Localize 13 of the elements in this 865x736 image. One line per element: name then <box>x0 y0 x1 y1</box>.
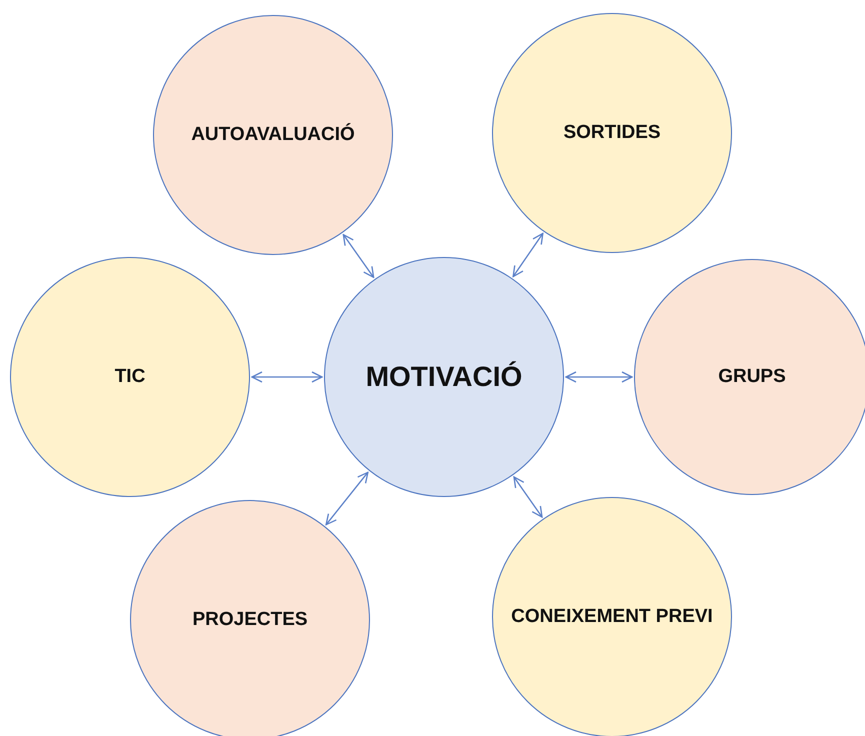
double-arrow <box>342 234 374 278</box>
double-arrow <box>325 472 369 526</box>
double-arrow <box>565 371 633 383</box>
topic-label: GRUPS <box>717 365 787 390</box>
topic-label: AUTOAVALUACIÓ <box>190 122 356 148</box>
topic-label: TIC <box>114 365 146 390</box>
double-arrow <box>512 232 544 278</box>
topic-label: CONEIXEMENT PREVI <box>510 605 714 630</box>
topic-label: MOTIVACIÓ <box>364 360 524 394</box>
double-arrow <box>251 371 323 383</box>
double-arrow <box>513 476 543 518</box>
topic-label: PROJECTES <box>191 608 309 632</box>
topic-label: SORTIDES <box>562 121 662 146</box>
